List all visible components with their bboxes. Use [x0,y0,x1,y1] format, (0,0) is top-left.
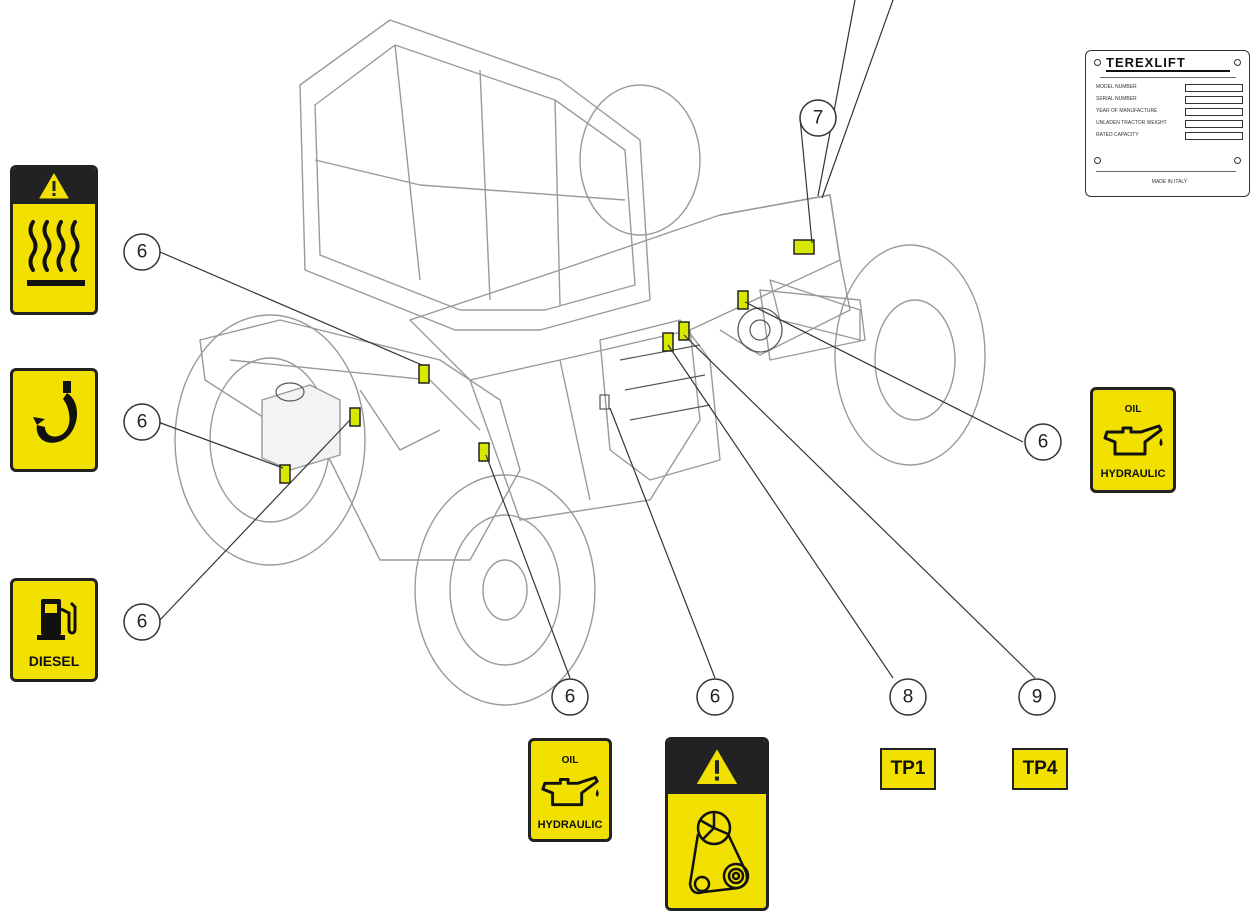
nameplate-row: RATED CAPACITY [1096,132,1243,140]
svg-text:6: 6 [1038,432,1049,453]
decal-hot-surface [10,165,98,315]
nameplate-row: UNLADEN TRACTOR WEIGHT [1096,120,1243,128]
nameplate-row: MODEL NUMBER [1096,84,1243,92]
callout-6-bottom-b: 6 [696,678,734,716]
svg-text:8: 8 [903,687,914,708]
callout-6-low-left: 6 [123,603,161,641]
diesel-label: DIESEL [28,653,80,669]
svg-text:6: 6 [137,612,148,633]
decal-diesel: DIESEL [10,578,98,682]
callout-6-mid-left: 6 [123,403,161,441]
screw-icon [1094,157,1101,164]
fan-belt-icon [688,810,750,895]
decal-marker-hydraulic-front [478,442,490,462]
callout-6-right: 6 [1024,423,1062,461]
nameplate-divider [1096,171,1236,172]
oil-label: OIL [561,755,579,766]
test-point-tp1: TP1 [880,748,936,790]
decal-lift-point [10,368,98,472]
decal-marker-fan [599,394,610,410]
svg-text:6: 6 [137,242,148,263]
serial-nameplate: TEREXLIFT MODEL NUMBER SERIAL NUMBER YEA… [1085,50,1250,197]
decal-oil-hydraulic-bottom: OIL HYDRAULIC [528,738,612,842]
warning-triangle-icon [668,740,766,794]
nameplate-brand: TEREXLIFT [1106,55,1230,72]
callout-6-top-left: 6 [123,233,161,271]
oil-can-icon [541,776,599,807]
decal-marker-hook [349,407,361,427]
lifting-hook-icon [33,381,78,443]
callout-6-bottom-a: 6 [551,678,589,716]
nameplate-row: YEAR OF MANUFACTURE [1096,108,1243,116]
test-point-tp4: TP4 [1012,748,1068,790]
decal-marker-tp1 [662,332,674,352]
oil-label: OIL [1124,404,1142,415]
decal-marker-nameplate [793,239,815,255]
svg-text:7: 7 [813,108,824,129]
nameplate-row: SERIAL NUMBER [1096,96,1243,104]
decal-fan-belt [665,737,769,911]
warning-triangle-icon [13,168,95,204]
telehandler-outline [174,19,986,706]
decal-markers [279,239,815,484]
hydraulic-label: HYDRAULIC [537,819,603,831]
screw-icon [1234,59,1241,66]
leader-lines [157,0,1036,679]
decal-marker-hydraulic-rear [737,290,749,310]
oil-can-icon [1103,424,1163,456]
screw-icon [1234,157,1241,164]
nameplate-footer: MADE IN ITALY [1151,179,1188,185]
screw-icon [1094,59,1101,66]
svg-text:6: 6 [137,412,148,433]
fuel-pump-icon [37,599,77,640]
decal-oil-hydraulic-right: OIL HYDRAULIC [1090,387,1176,493]
hot-surface-icon [27,220,85,286]
hydraulic-label: HYDRAULIC [1100,468,1166,480]
svg-text:6: 6 [565,687,576,708]
callout-8: 8 [889,678,927,716]
decal-marker-boom [418,364,430,384]
svg-text:6: 6 [710,687,721,708]
svg-text:9: 9 [1032,687,1043,708]
decal-marker-tp4 [678,321,690,341]
nameplate-divider [1100,77,1236,78]
decal-marker-fuel [279,464,291,484]
callout-7: 7 [799,99,837,137]
callout-9: 9 [1018,678,1056,716]
